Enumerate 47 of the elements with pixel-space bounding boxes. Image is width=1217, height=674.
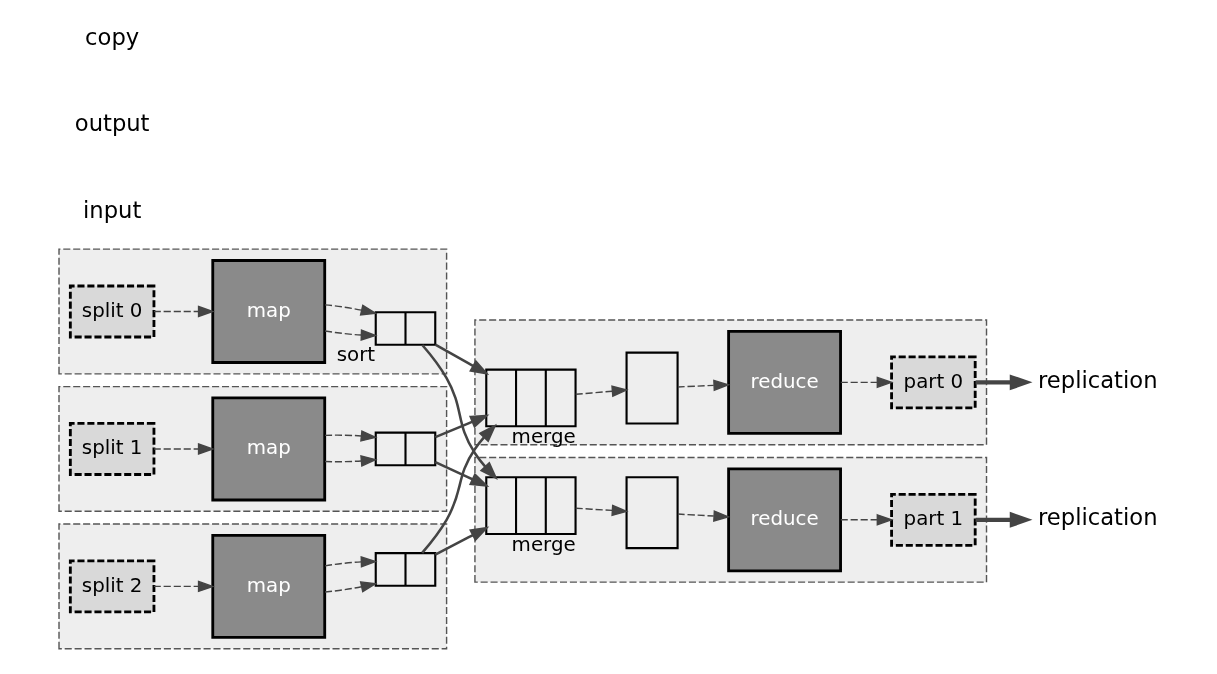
- arrow: [324, 455, 378, 467]
- node-box: map: [211, 259, 327, 364]
- arrow: [677, 510, 731, 522]
- arrow: [575, 504, 629, 517]
- label: output: [74, 110, 150, 137]
- arrow: [153, 305, 215, 318]
- arrow: [434, 414, 490, 439]
- node-text: replication: [1038, 366, 1158, 393]
- cluster: [58, 523, 448, 650]
- label: copy: [85, 23, 140, 50]
- node-box: part 0: [890, 355, 977, 410]
- node-box: part 1: [890, 492, 977, 547]
- arrow: [324, 555, 378, 568]
- arrow: [434, 343, 490, 376]
- node-box: reduce: [727, 329, 842, 435]
- arrow: [324, 329, 378, 341]
- cluster: [58, 385, 448, 512]
- node-box: split 1: [68, 422, 156, 476]
- arrow: [677, 379, 731, 392]
- arrow: [975, 374, 1033, 391]
- arrow: [840, 376, 894, 389]
- arrow: [324, 430, 378, 442]
- node-box: split 2: [68, 559, 156, 614]
- arrow: [421, 423, 497, 554]
- arrow: [434, 526, 490, 556]
- arrow: [421, 344, 498, 481]
- node-box: map: [211, 534, 327, 639]
- node-box: [625, 476, 679, 550]
- cluster: [474, 456, 988, 583]
- arrow: [434, 460, 490, 488]
- node-label: sort: [336, 343, 376, 367]
- arrow: [324, 304, 378, 316]
- node-text: replication: [1038, 504, 1158, 531]
- arrow: [575, 385, 629, 398]
- node-box: map: [211, 396, 327, 502]
- node-label: merge: [511, 424, 576, 448]
- arrow: [324, 581, 378, 593]
- arrow: [153, 443, 215, 455]
- cluster: [58, 248, 448, 375]
- label: input: [83, 196, 142, 223]
- arrow: [975, 511, 1033, 528]
- node-box: [625, 351, 679, 425]
- node-label: merge: [511, 532, 576, 556]
- arrow: [840, 513, 894, 526]
- node-box: split 0: [68, 284, 156, 339]
- arrow: [153, 580, 215, 593]
- node-box: reduce: [727, 467, 842, 573]
